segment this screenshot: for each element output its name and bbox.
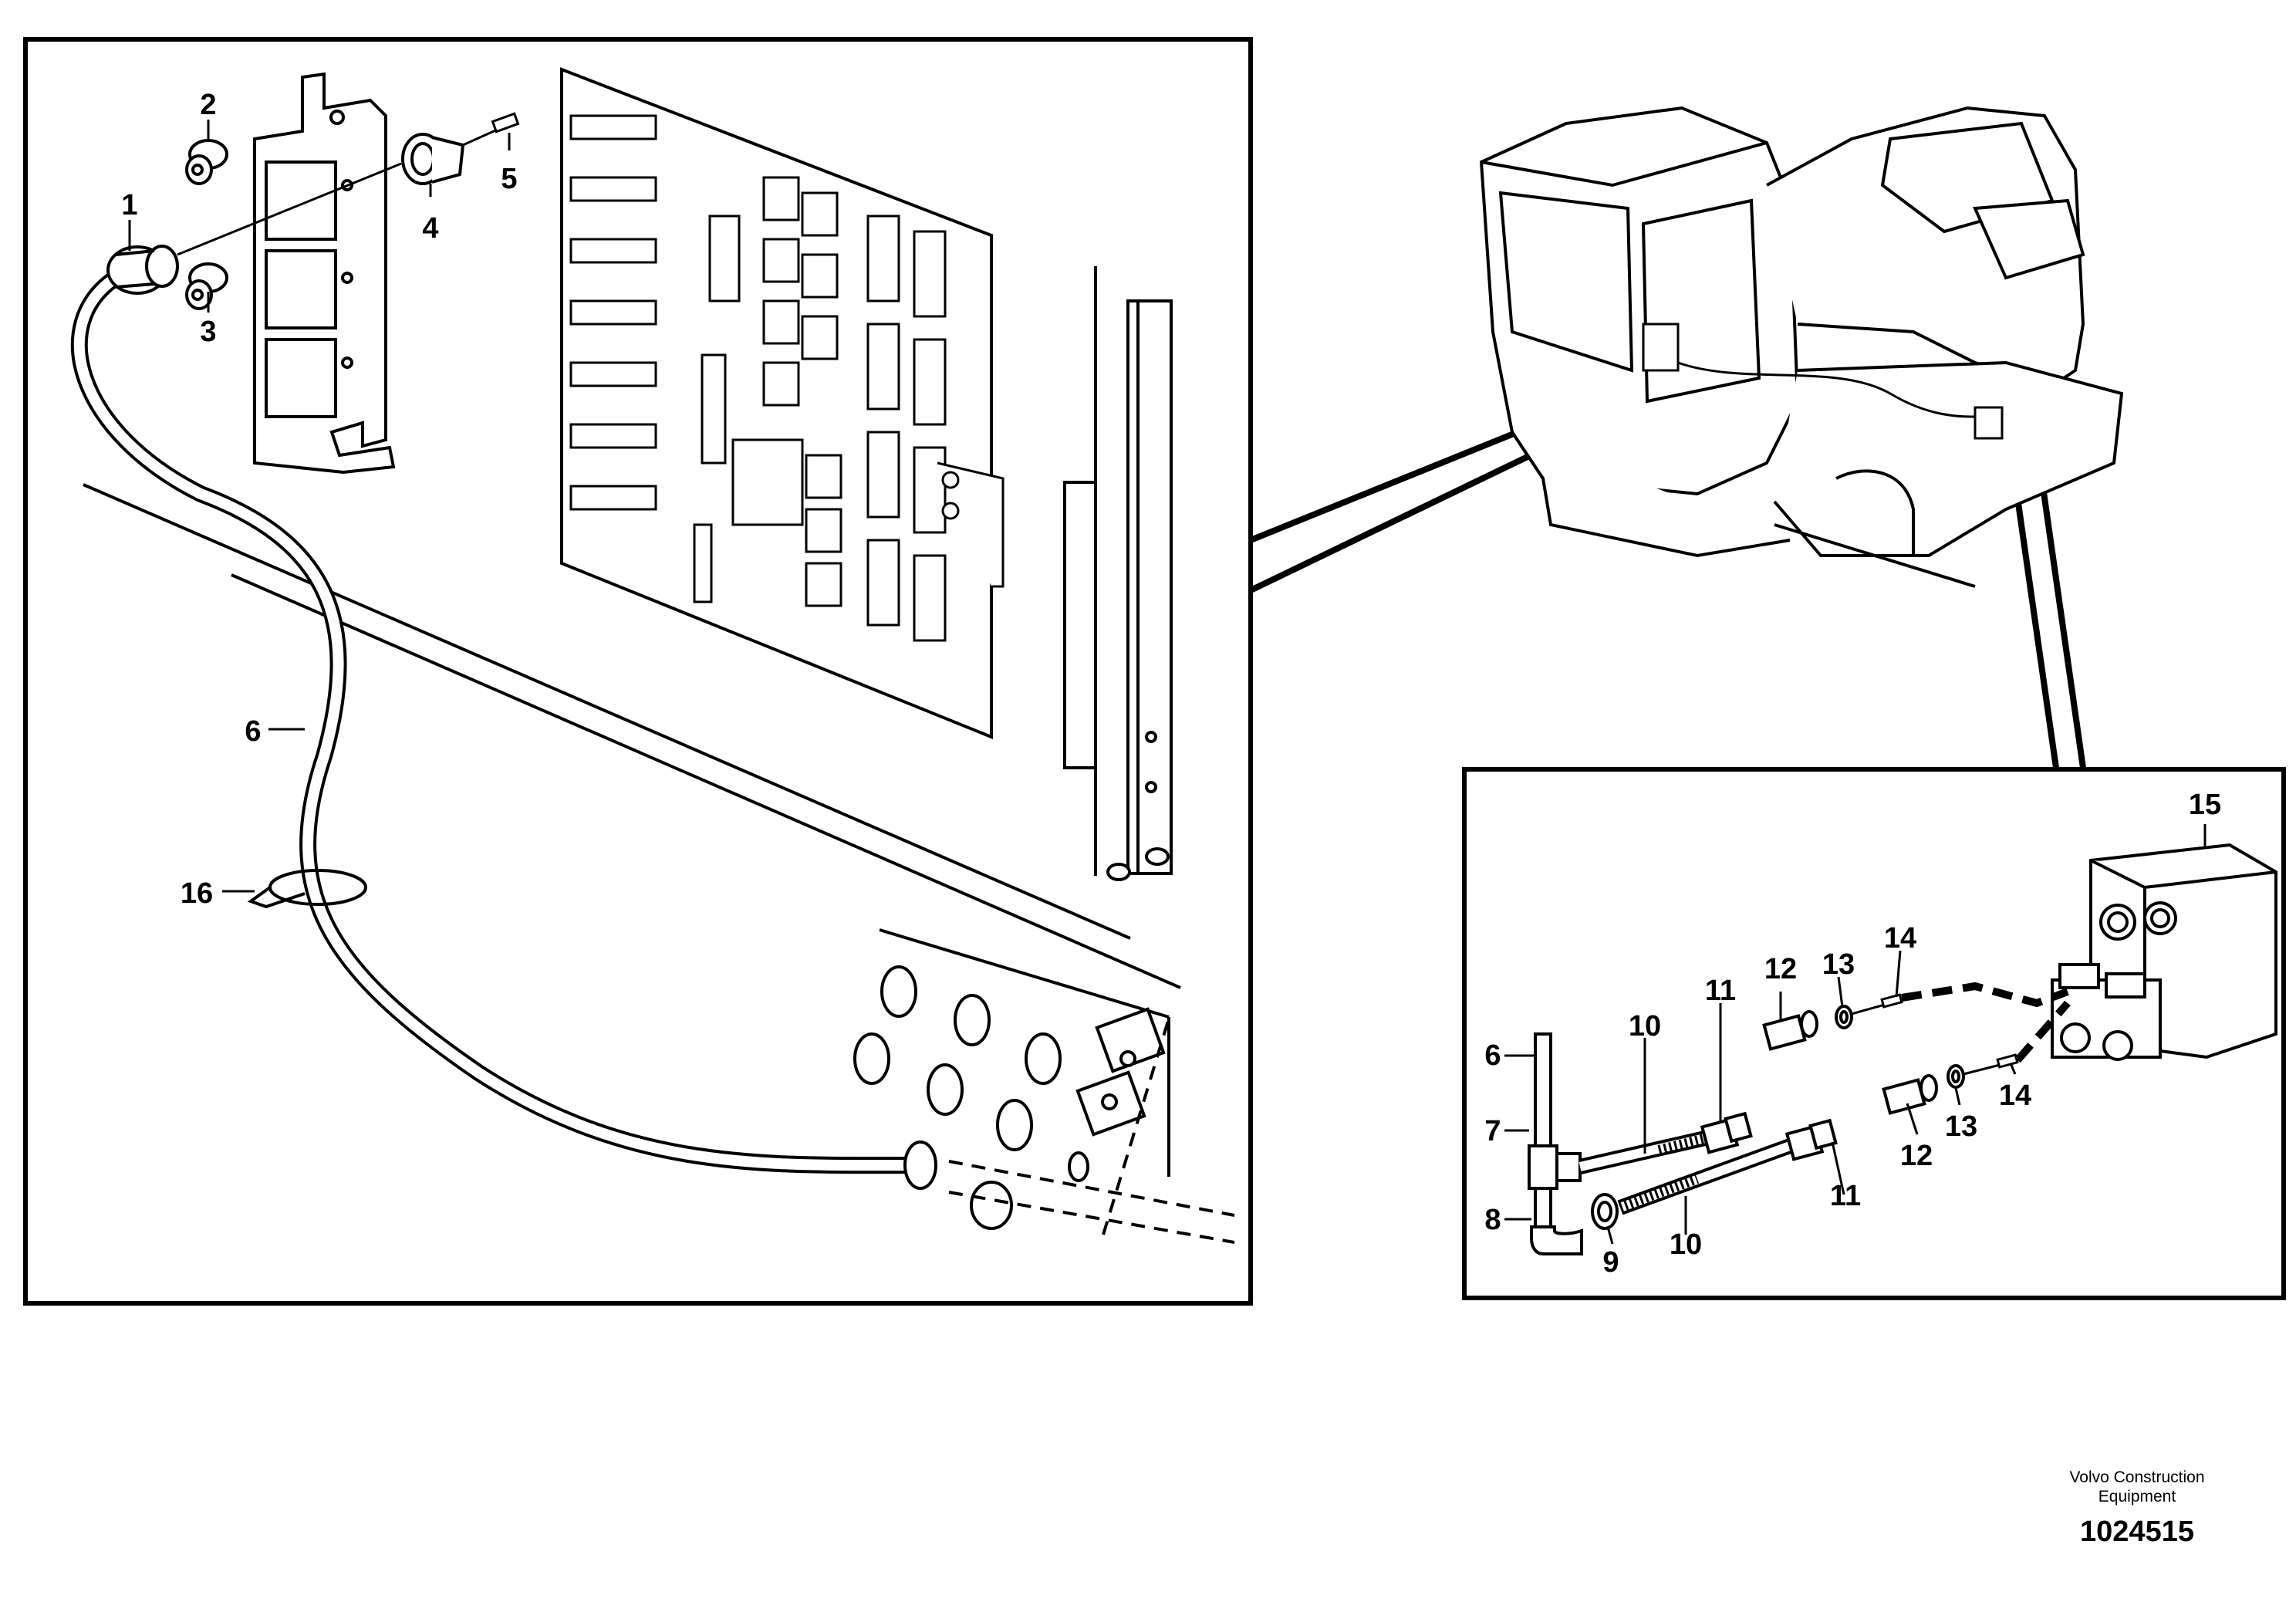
callout-7-detail: 7: [1484, 1115, 1501, 1147]
callout-12-detail-lower: 12: [1900, 1140, 1933, 1172]
pin-part-14-upper: [1851, 993, 1903, 1015]
machine-overview: [1479, 106, 2124, 588]
fitting-part-11-upper: [1700, 1111, 1753, 1154]
callout-13-detail-lower: 13: [1945, 1110, 1977, 1143]
vertical-rail: [1063, 266, 1173, 881]
pin-part-5: [462, 112, 520, 147]
callout-12-detail-upper: 12: [1764, 953, 1797, 985]
callout-14-detail-lower: 14: [1999, 1080, 2031, 1112]
callout-2: 2: [200, 89, 216, 121]
document-number: 1024515: [2080, 1516, 2194, 1548]
fitting-part-11-lower: [1784, 1118, 1838, 1161]
callout-4: 4: [422, 212, 438, 245]
callout-11-detail-upper: 11: [1705, 975, 1736, 1007]
elbow-fitting-part-8: [1530, 1225, 1583, 1255]
hose-part-10-upper: [1578, 1130, 1707, 1174]
document-footer: Volvo Construction Equipment 1024515: [2021, 1468, 2253, 1549]
connector-part-12-upper: [1762, 1010, 1818, 1051]
callout-13-detail-upper: 13: [1822, 948, 1855, 981]
left-detail-frame: [23, 37, 1253, 1306]
connector-part-4: [401, 133, 465, 185]
left-leader-lines: [128, 120, 511, 893]
grommet-part-2: [185, 139, 228, 185]
plug-part-1: [106, 245, 179, 295]
hidden-edge-lines: [948, 1018, 1235, 1244]
plug-assembly-line: [177, 162, 402, 256]
callout-11-detail-lower: 11: [1830, 1180, 1861, 1212]
callout-10-detail-upper: 10: [1629, 1010, 1661, 1042]
callout-10-detail-lower: 10: [1670, 1228, 1702, 1261]
callout-6: 6: [245, 715, 261, 748]
cable-part-6: [70, 270, 927, 1174]
tee-fitting-part-7: [1528, 1144, 1582, 1228]
right-leader-lines: [1504, 824, 2207, 1245]
brand-line-2: Equipment: [2098, 1488, 2176, 1505]
hose-part-10-lower: [1617, 1138, 1793, 1215]
connector-part-12-lower: [1882, 1074, 1938, 1115]
mounting-bracket: [253, 72, 396, 475]
cable-tie-part-16: [247, 869, 367, 909]
callout-1: 1: [121, 189, 137, 221]
right-detail-frame: [1462, 767, 2286, 1300]
callout-3: 3: [200, 316, 216, 348]
callout-16: 16: [181, 877, 213, 910]
seal-part-13-upper: [1835, 1005, 1853, 1029]
grommet-part-3: [185, 262, 228, 310]
nut-part-9: [1591, 1193, 1619, 1230]
callout-8-detail: 8: [1484, 1204, 1501, 1236]
callout-15-detail: 15: [2189, 789, 2221, 821]
callout-9-detail: 9: [1602, 1246, 1619, 1279]
callout-5: 5: [501, 163, 517, 195]
floor-rails: [83, 483, 1181, 989]
callout-6-detail: 6: [1484, 1039, 1501, 1072]
relay-circuit-board: [560, 67, 1004, 739]
bulkhead-panel: [853, 928, 1170, 1230]
valve-block-part-15: [2051, 843, 2277, 1061]
pin-part-14-lower: [1963, 1053, 2019, 1076]
seal-part-13-lower: [1947, 1064, 1965, 1089]
brand-line-1: Volvo Construction: [2069, 1468, 2205, 1486]
callout-14-detail-upper: 14: [1884, 922, 1916, 955]
wire-run-dashed: [1901, 982, 2071, 1063]
